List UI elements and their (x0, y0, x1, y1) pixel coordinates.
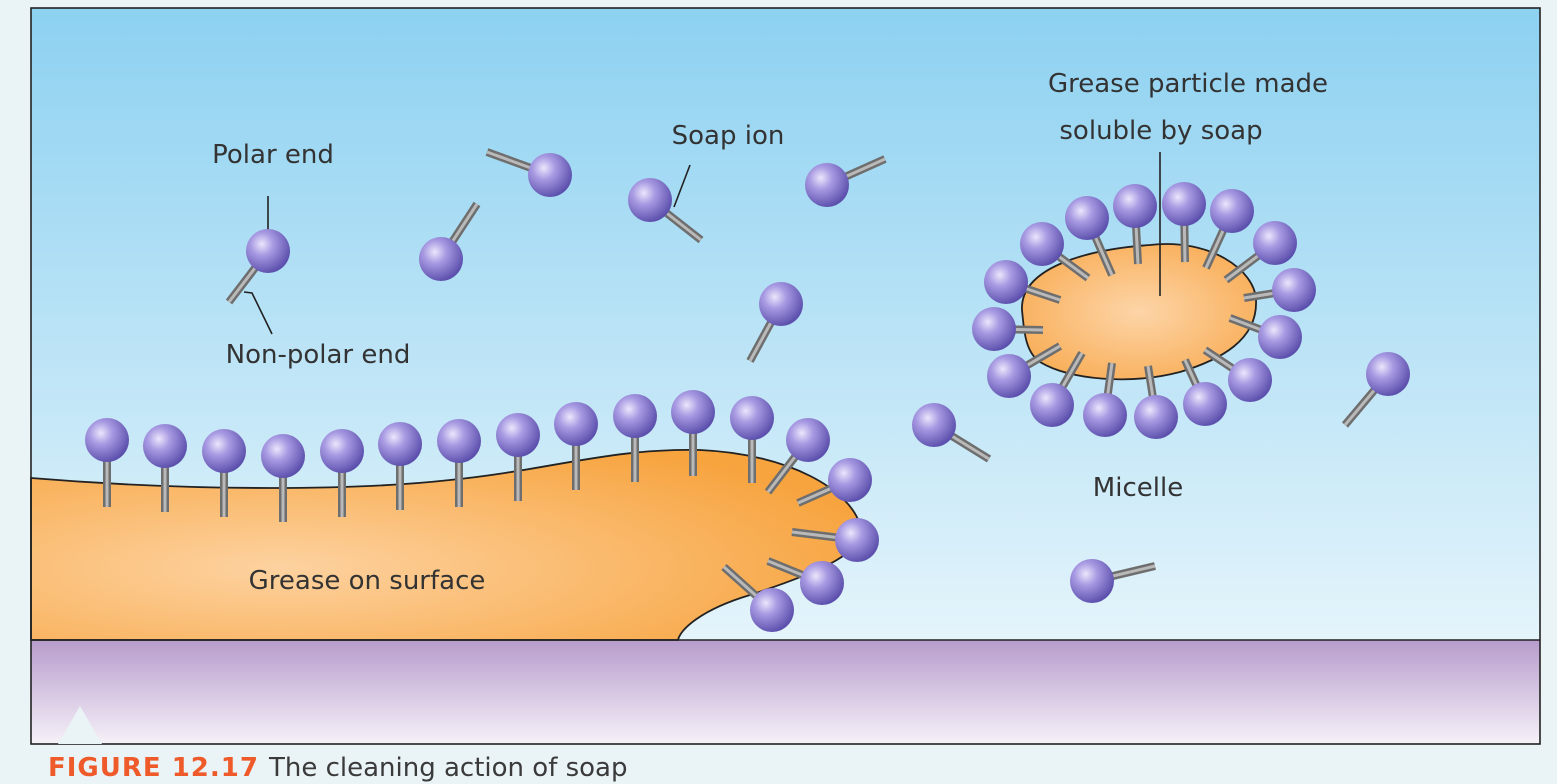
soap-head (320, 429, 364, 473)
soap-head (554, 402, 598, 446)
soap-head (628, 178, 672, 222)
label-polar-end: Polar end (212, 140, 334, 170)
soap-head (246, 229, 290, 273)
soap-head (987, 354, 1031, 398)
soap-head (972, 307, 1016, 351)
soap-head (1258, 315, 1302, 359)
soap-head (786, 418, 830, 462)
soap-head (202, 429, 246, 473)
soap-head (671, 390, 715, 434)
caption-tab (58, 706, 102, 744)
soap-head (1253, 221, 1297, 265)
pointer-soap-ion (673, 164, 691, 208)
soap-head (912, 403, 956, 447)
soap-head (730, 396, 774, 440)
soap-ions (85, 148, 1410, 632)
soap-head (1134, 395, 1178, 439)
soap-head (1272, 268, 1316, 312)
soap-head (496, 413, 540, 457)
soap-head (419, 237, 463, 281)
label-grease-particle-line2: soluble by soap (1059, 116, 1262, 146)
soap-head (528, 153, 572, 197)
soap-head (1030, 383, 1074, 427)
soap-head (1113, 184, 1157, 228)
soap-head (1020, 222, 1064, 266)
label-soap-ion: Soap ion (672, 121, 785, 151)
soap-head (1210, 189, 1254, 233)
soap-head (750, 588, 794, 632)
soap-head (143, 424, 187, 468)
figure-caption-text: The cleaning action of soap (268, 753, 628, 783)
soap-head (1366, 352, 1410, 396)
soap-head (261, 434, 305, 478)
soap-head (1065, 196, 1109, 240)
soap-head (85, 418, 129, 462)
soap-head (1228, 358, 1272, 402)
soap-head (759, 282, 803, 326)
soap-head (1162, 182, 1206, 226)
figure-caption: FIGURE 12.17 The cleaning action of soap (48, 752, 628, 784)
figure-number: FIGURE 12.17 (48, 753, 259, 783)
diagram-frame (30, 7, 1541, 745)
solid-surface (31, 640, 1540, 744)
soap-head (835, 518, 879, 562)
soap-head (1183, 382, 1227, 426)
soap-head (828, 458, 872, 502)
pointer-non-polar-end (243, 291, 273, 335)
soap-head (378, 422, 422, 466)
soap-head (805, 163, 849, 207)
label-non-polar-end: Non-polar end (226, 340, 411, 370)
label-grease-on-surface: Grease on surface (249, 566, 486, 596)
soap-head (984, 260, 1028, 304)
soap-head (437, 419, 481, 463)
soap-head (613, 394, 657, 438)
label-grease-particle-line1: Grease particle made (1048, 69, 1328, 99)
soap-head (1083, 393, 1127, 437)
label-micelle: Micelle (1093, 473, 1183, 503)
label-pointer-lines (243, 152, 1161, 335)
soap-head (1070, 559, 1114, 603)
soap-head (800, 561, 844, 605)
